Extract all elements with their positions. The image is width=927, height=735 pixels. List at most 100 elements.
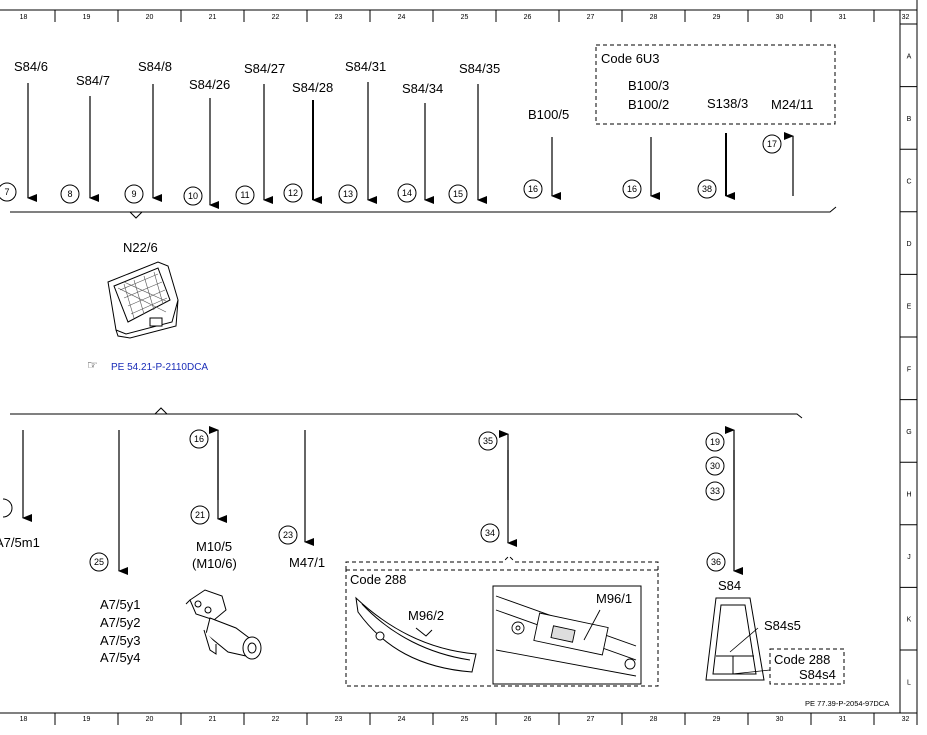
label-a7-5m1: A7/5m1 xyxy=(0,535,40,550)
connector-circle xyxy=(397,183,417,203)
connector-circle xyxy=(60,184,80,204)
connector-circle xyxy=(706,552,726,572)
ruler-row-label: G xyxy=(906,429,911,436)
ruler-row-label: H xyxy=(906,492,911,499)
connector-circle xyxy=(0,182,17,202)
label-s84-31: S84/31 xyxy=(345,59,386,74)
connector-number: 9 xyxy=(131,189,136,199)
top-bracket-line xyxy=(10,206,837,219)
ruler-row-label: L xyxy=(907,679,911,686)
connector-circle xyxy=(523,179,543,199)
connector-number: 15 xyxy=(453,189,463,199)
connector-number: 25 xyxy=(94,557,104,567)
connector-number: 13 xyxy=(343,189,353,199)
connector-number: 10 xyxy=(188,191,198,201)
label-b100-2: B100/2 xyxy=(628,97,669,112)
label-a7-5y4: A7/5y4 xyxy=(100,650,140,665)
connector-circle xyxy=(190,505,210,525)
ruler-column-label: 25 xyxy=(461,716,469,723)
ruler-column-label: 18 xyxy=(20,14,28,21)
connector-circle xyxy=(478,431,498,451)
reference-link-pe-54-21[interactable]: PE 54.21-P-2110DCA xyxy=(111,362,208,373)
ruler-column-label: 29 xyxy=(713,716,721,723)
ruler-row-label: K xyxy=(907,617,912,624)
partial-circle xyxy=(2,498,13,518)
label-b100-5: B100/5 xyxy=(528,107,569,122)
connector-number: 21 xyxy=(195,510,205,520)
ruler-row-label: E xyxy=(907,304,912,311)
connector-number: 17 xyxy=(767,139,777,149)
ruler-column-label: 28 xyxy=(650,716,658,723)
label-s84-6: S84/6 xyxy=(14,59,48,74)
label-a7-5y2: A7/5y2 xyxy=(100,615,140,630)
connector-number: 8 xyxy=(67,189,72,199)
ruler-column-label: 30 xyxy=(776,716,784,723)
connector-circle xyxy=(705,481,725,501)
ruler-row-label: D xyxy=(906,241,911,248)
label-m96-2: M96/2 xyxy=(408,608,444,623)
connector-number: 16 xyxy=(194,434,204,444)
connector-number: 14 xyxy=(402,188,412,198)
bottom-bracket-line xyxy=(10,407,803,419)
label-m10-5: M10/5 xyxy=(196,539,232,554)
label-s84-34: S84/34 xyxy=(402,81,443,96)
ruler-row-label: F xyxy=(907,366,911,373)
connector-circle xyxy=(278,525,298,545)
connector-circle xyxy=(338,184,358,204)
connector-circle xyxy=(235,185,255,205)
ruler-column-label: 19 xyxy=(83,14,91,21)
label-s84s5: S84s5 xyxy=(764,618,801,633)
right-ruler: A B C D E F G H J K L xyxy=(900,23,917,686)
connector-number: 33 xyxy=(710,486,720,496)
connector-circle xyxy=(89,552,109,572)
code-288-s84-box: Code 288 S84s4 xyxy=(769,648,845,685)
connector-number: 12 xyxy=(288,188,298,198)
ruler-column-label: 25 xyxy=(461,14,469,21)
ruler-column-label: 21 xyxy=(209,14,217,21)
ruler-row-label: J xyxy=(907,554,911,561)
ruler-column-label: 27 xyxy=(587,14,595,21)
m10-5-motor-illustration xyxy=(185,589,262,660)
ruler-row-label: A xyxy=(907,53,912,60)
pointing-hand-icon: ☞ xyxy=(87,358,98,372)
connector-circle xyxy=(705,456,725,476)
label-s84-26: S84/26 xyxy=(189,77,230,92)
ruler-column-label: 27 xyxy=(587,716,595,723)
ruler-column-label: 20 xyxy=(146,716,154,723)
connector-number: 35 xyxy=(483,436,493,446)
connector-number: 30 xyxy=(710,461,720,471)
connector-circle xyxy=(480,523,500,543)
label-n22-6: N22/6 xyxy=(123,240,158,255)
label-a7-5y3: A7/5y3 xyxy=(100,633,140,648)
label-m10-6: (M10/6) xyxy=(192,556,237,571)
label-s138-3: S138/3 xyxy=(707,96,748,111)
label-s84-27: S84/27 xyxy=(244,61,285,76)
ruler-column-label: 26 xyxy=(524,14,532,21)
code-6u3-box: Code 6U3 B100/3 B100/2 S138/3 M24/11 xyxy=(595,44,836,125)
label-s84-35: S84/35 xyxy=(459,61,500,76)
frame xyxy=(0,0,918,725)
ruler-column-label: 22 xyxy=(272,716,280,723)
connector-circle xyxy=(124,184,144,204)
ruler-row-label: B xyxy=(907,116,912,123)
connector-number: 36 xyxy=(711,557,721,567)
ruler-column-label: 23 xyxy=(335,716,343,723)
connector-circle xyxy=(183,186,203,206)
ruler-column-label: 19 xyxy=(83,716,91,723)
connector-number: 16 xyxy=(627,184,637,194)
ruler-column-label: 21 xyxy=(209,716,217,723)
label-b100-3: B100/3 xyxy=(628,78,669,93)
code-288-title: Code 288 xyxy=(350,572,406,587)
connector-number: 23 xyxy=(283,530,293,540)
m96-2-illustration xyxy=(355,596,477,673)
ruler-row-label: C xyxy=(906,179,911,186)
code-288-s84-title: Code 288 xyxy=(774,652,830,667)
s84-switch-illustration xyxy=(705,597,771,681)
label-s84-8: S84/8 xyxy=(138,59,172,74)
ruler-column-label: 31 xyxy=(839,716,847,723)
code-288-box: Code 288 M96/2 M96/1 xyxy=(345,555,659,687)
